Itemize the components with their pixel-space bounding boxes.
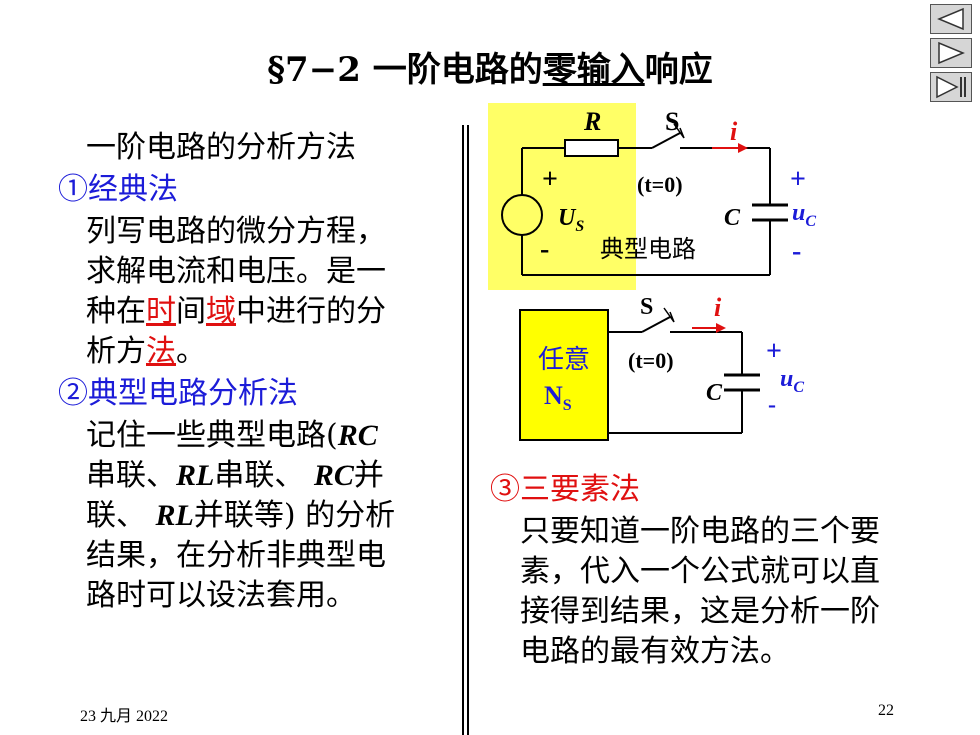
method1-desc: 列写电路的微分方程， 求解电流和电压。是一 种在时间域中进行的分 析方法。 — [58, 212, 395, 372]
left-column: 一阶电路的分析方法 ①经典法 列写电路的微分方程， 求解电流和电压。是一 种在时… — [58, 128, 395, 616]
prev-slide-button[interactable] — [930, 4, 972, 34]
label-c: C — [706, 380, 723, 406]
term-rc: RC — [313, 459, 354, 492]
label-uc-plus: + — [790, 164, 806, 195]
label-t0: (t=0) — [637, 172, 683, 197]
text-span: 串联、 — [86, 458, 176, 493]
text-line: 析方法。 — [86, 332, 395, 372]
text-span: 联、 — [86, 498, 156, 533]
term-rl: RL — [155, 499, 194, 532]
label-uc: uC — [780, 366, 804, 396]
page-title: §7−2 一阶电路的零输入响应 — [0, 42, 980, 91]
network-box — [519, 309, 609, 441]
label-uc-plus: + — [766, 336, 782, 367]
text-line: 列写电路的微分方程， — [86, 214, 386, 249]
label-r: R — [583, 107, 601, 136]
label-uc: uC — [792, 200, 816, 230]
text-span: 记住一些典型电路( — [86, 418, 338, 453]
text-span: 种在 — [86, 294, 146, 329]
label-t0: (t=0) — [628, 348, 674, 373]
label-uc-minus: - — [792, 236, 801, 267]
emphasis-shi: 时 — [146, 294, 176, 329]
text-span: 间 — [176, 294, 206, 329]
current-arrow-icon — [716, 323, 726, 333]
current-arrow-icon — [738, 143, 748, 153]
label-plus: + — [542, 164, 558, 195]
method2-title: ②典型电路分析法 — [58, 376, 298, 411]
method1-title: ①经典法 — [58, 172, 178, 207]
label-c: C — [724, 205, 741, 231]
triangle-left-icon — [937, 7, 964, 31]
triangle-right-icon — [938, 41, 965, 65]
column-divider — [462, 125, 464, 735]
text-span: 并 — [353, 458, 384, 493]
text-line: 联、 RL并联等) 的分析 — [86, 496, 395, 536]
label-s: S — [665, 107, 679, 136]
page-number: 22 — [878, 702, 894, 719]
label-minus: - — [540, 234, 549, 265]
text-line: 只要知道一阶电路的三个要 — [520, 514, 880, 549]
typical-circuit-diagram: R S i + - (t=0) US C + uC - 典型电路 — [501, 107, 816, 276]
text-line: 记住一些典型电路(RC — [86, 416, 395, 456]
box-label-line1: 任意 — [538, 345, 590, 374]
emphasis-fa: 法 — [146, 334, 176, 369]
text-span: 串联、 — [214, 458, 314, 493]
title-prefix: §7−2 一阶电路的 — [267, 50, 543, 90]
switch — [651, 132, 681, 149]
term-rl: RL — [176, 459, 215, 492]
text-line: 素，代入一个公式就可以直 — [520, 554, 880, 589]
text-line: 接得到结果，这是分析一阶 — [520, 594, 880, 629]
skip-end-icon — [936, 75, 966, 99]
term-rc: RC — [337, 419, 378, 452]
text-span: 并联等) 的分析 — [193, 498, 396, 533]
method2-desc: 记住一些典型电路(RC 串联、RL串联、 RC并 联、 RL并联等) 的分析 结… — [58, 416, 395, 616]
text-span: 中进行的分 — [236, 294, 386, 329]
column-divider — [467, 125, 469, 735]
voltage-source — [501, 194, 543, 236]
label-i: i — [714, 293, 722, 322]
text-line: 串联、RL串联、 RC并 — [86, 456, 395, 496]
text-span: 析方 — [86, 334, 146, 369]
last-slide-button[interactable] — [930, 72, 972, 102]
text-line: 种在时间域中进行的分 — [86, 292, 395, 332]
circuit-caption: 典型电路 — [600, 236, 696, 263]
method3-title: ③三要素法 — [490, 472, 640, 507]
box-label-line2: NS — [544, 381, 572, 414]
next-slide-button[interactable] — [930, 38, 972, 68]
text-line: 电路的最有效方法。 — [520, 634, 790, 669]
label-s: S — [640, 294, 653, 320]
text-line: 路时可以设法套用。 — [86, 578, 356, 613]
text-line: 求解电流和电压。是一 — [86, 254, 386, 289]
resistor — [564, 139, 619, 157]
footer-date: 23 九月 2022 — [80, 708, 169, 725]
right-column: ③三要素法 只要知道一阶电路的三个要 素，代入一个公式就可以直 接得到结果，这是… — [490, 470, 880, 672]
arbitrary-network-diagram: 任意 NS S i (t=0) C + uC - — [519, 293, 804, 441]
switch — [641, 316, 671, 333]
title-underlined: 零输入 — [542, 50, 645, 90]
method3-desc: 只要知道一阶电路的三个要 素，代入一个公式就可以直 接得到结果，这是分析一阶 电… — [490, 512, 880, 672]
text-line: 结果，在分析非典型电 — [86, 538, 386, 573]
label-i: i — [730, 117, 738, 146]
title-suffix: 响应 — [644, 50, 713, 90]
text-span: 。 — [176, 334, 206, 369]
label-us: US — [558, 205, 584, 235]
label-uc-minus: - — [768, 392, 776, 418]
methods-heading: 一阶电路的分析方法 — [86, 130, 356, 165]
emphasis-yu: 域 — [206, 294, 236, 329]
